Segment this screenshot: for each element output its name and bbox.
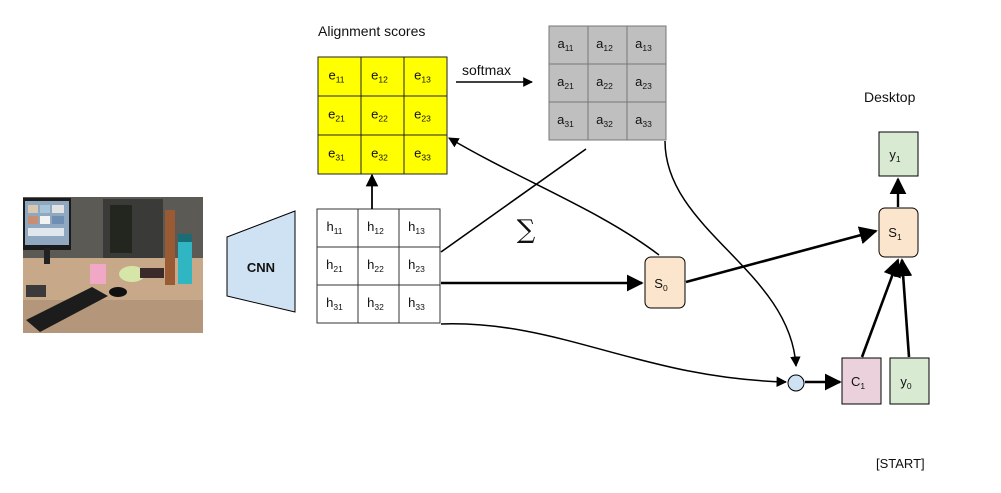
y0-to-s1-arrow bbox=[894, 258, 913, 358]
a-cell bbox=[626, 101, 667, 141]
s0-node: S0 bbox=[644, 256, 686, 309]
svg-text:y0: y0 bbox=[900, 374, 912, 391]
svg-text:S0: S0 bbox=[654, 276, 668, 293]
features-to-combine-arrow bbox=[440, 323, 788, 387]
s0-to-s1-arrow bbox=[685, 226, 878, 284]
a-cell bbox=[548, 25, 589, 65]
start-label: [START] bbox=[876, 456, 925, 471]
h-cell bbox=[398, 246, 441, 286]
e-cell-label: e12 bbox=[371, 68, 388, 85]
h-cell bbox=[357, 208, 400, 248]
a-cell bbox=[587, 25, 628, 65]
svg-text:y1: y1 bbox=[889, 147, 901, 164]
e-cell-label: e22 bbox=[371, 107, 388, 124]
y0-node: y0 bbox=[889, 357, 930, 405]
combine-node bbox=[787, 374, 805, 392]
h-cell-label: h13 bbox=[408, 219, 425, 236]
cnn-block: CNN bbox=[226, 210, 296, 313]
e-cell-label: e31 bbox=[328, 146, 345, 163]
e-cell bbox=[317, 134, 362, 175]
attention-to-combine-arrow bbox=[664, 140, 801, 368]
e-cell bbox=[317, 56, 362, 97]
e-cell bbox=[317, 95, 362, 136]
sum-symbol: ∑ bbox=[517, 215, 536, 245]
a-cell-label: a32 bbox=[596, 112, 613, 129]
h-cell bbox=[398, 284, 441, 324]
h-cell-label: h32 bbox=[367, 295, 384, 312]
s1-node: S1 bbox=[878, 207, 919, 258]
e-cell bbox=[360, 134, 405, 175]
e-cell-label: e33 bbox=[414, 146, 431, 163]
desk-photo bbox=[23, 197, 203, 333]
e-cell bbox=[403, 134, 448, 175]
e-cell-label: e32 bbox=[371, 146, 388, 163]
sum-line bbox=[440, 148, 587, 253]
h-cell bbox=[357, 284, 400, 324]
a-cell-label: a21 bbox=[557, 74, 574, 91]
desktop-label: Desktop bbox=[864, 89, 916, 105]
h-cell-label: h22 bbox=[367, 257, 384, 274]
a-cell bbox=[587, 63, 628, 103]
a-cell bbox=[548, 63, 589, 103]
a-cell bbox=[548, 101, 589, 141]
h-cell-label: h21 bbox=[326, 257, 343, 274]
h-cell bbox=[398, 208, 441, 248]
feature-matrix: h11 h12 h13 h21 h22 h23 h31 h32 h33 bbox=[316, 208, 441, 324]
attention-weight-matrix: a11 a12 a13 a21 a22 a23 a31 a32 a33 bbox=[548, 25, 667, 141]
e-cell bbox=[403, 95, 448, 136]
a-cell-label: a31 bbox=[557, 112, 574, 129]
alignment-score-matrix: e11 e12 e13 e21 e22 e23 e31 e32 e33 bbox=[317, 56, 448, 175]
e-cell-label: e11 bbox=[328, 68, 344, 85]
h-cell-label: h12 bbox=[367, 219, 384, 236]
a-cell-label: a33 bbox=[635, 112, 652, 129]
h-cell-label: h23 bbox=[408, 257, 425, 274]
e-cell-label: e13 bbox=[414, 68, 431, 85]
h-cell-label: h11 bbox=[326, 219, 342, 236]
h-cell-label: h33 bbox=[408, 295, 425, 312]
h-cell-label: h31 bbox=[326, 295, 343, 312]
softmax-label: softmax bbox=[462, 62, 511, 78]
svg-text:S1: S1 bbox=[888, 225, 902, 242]
a-cell-label: a12 bbox=[596, 36, 613, 53]
a-cell-label: a11 bbox=[557, 36, 573, 53]
y1-node: y1 bbox=[878, 131, 919, 177]
a-cell bbox=[587, 101, 628, 141]
alignment-scores-title: Alignment scores bbox=[318, 23, 425, 39]
a-cell-label: a23 bbox=[635, 74, 652, 91]
svg-text:C1: C1 bbox=[851, 374, 865, 391]
a-cell-label: a22 bbox=[596, 74, 613, 91]
c1-to-s1-arrow bbox=[860, 258, 901, 358]
a-cell-label: a13 bbox=[635, 36, 652, 53]
e-cell-label: e21 bbox=[328, 107, 345, 124]
a-cell bbox=[626, 25, 667, 65]
cnn-label: CNN bbox=[247, 260, 275, 275]
c1-node: C1 bbox=[841, 357, 882, 405]
e-cell-label: e23 bbox=[414, 107, 431, 124]
s0-to-e-arrow bbox=[448, 137, 660, 256]
e-cell bbox=[403, 56, 448, 97]
